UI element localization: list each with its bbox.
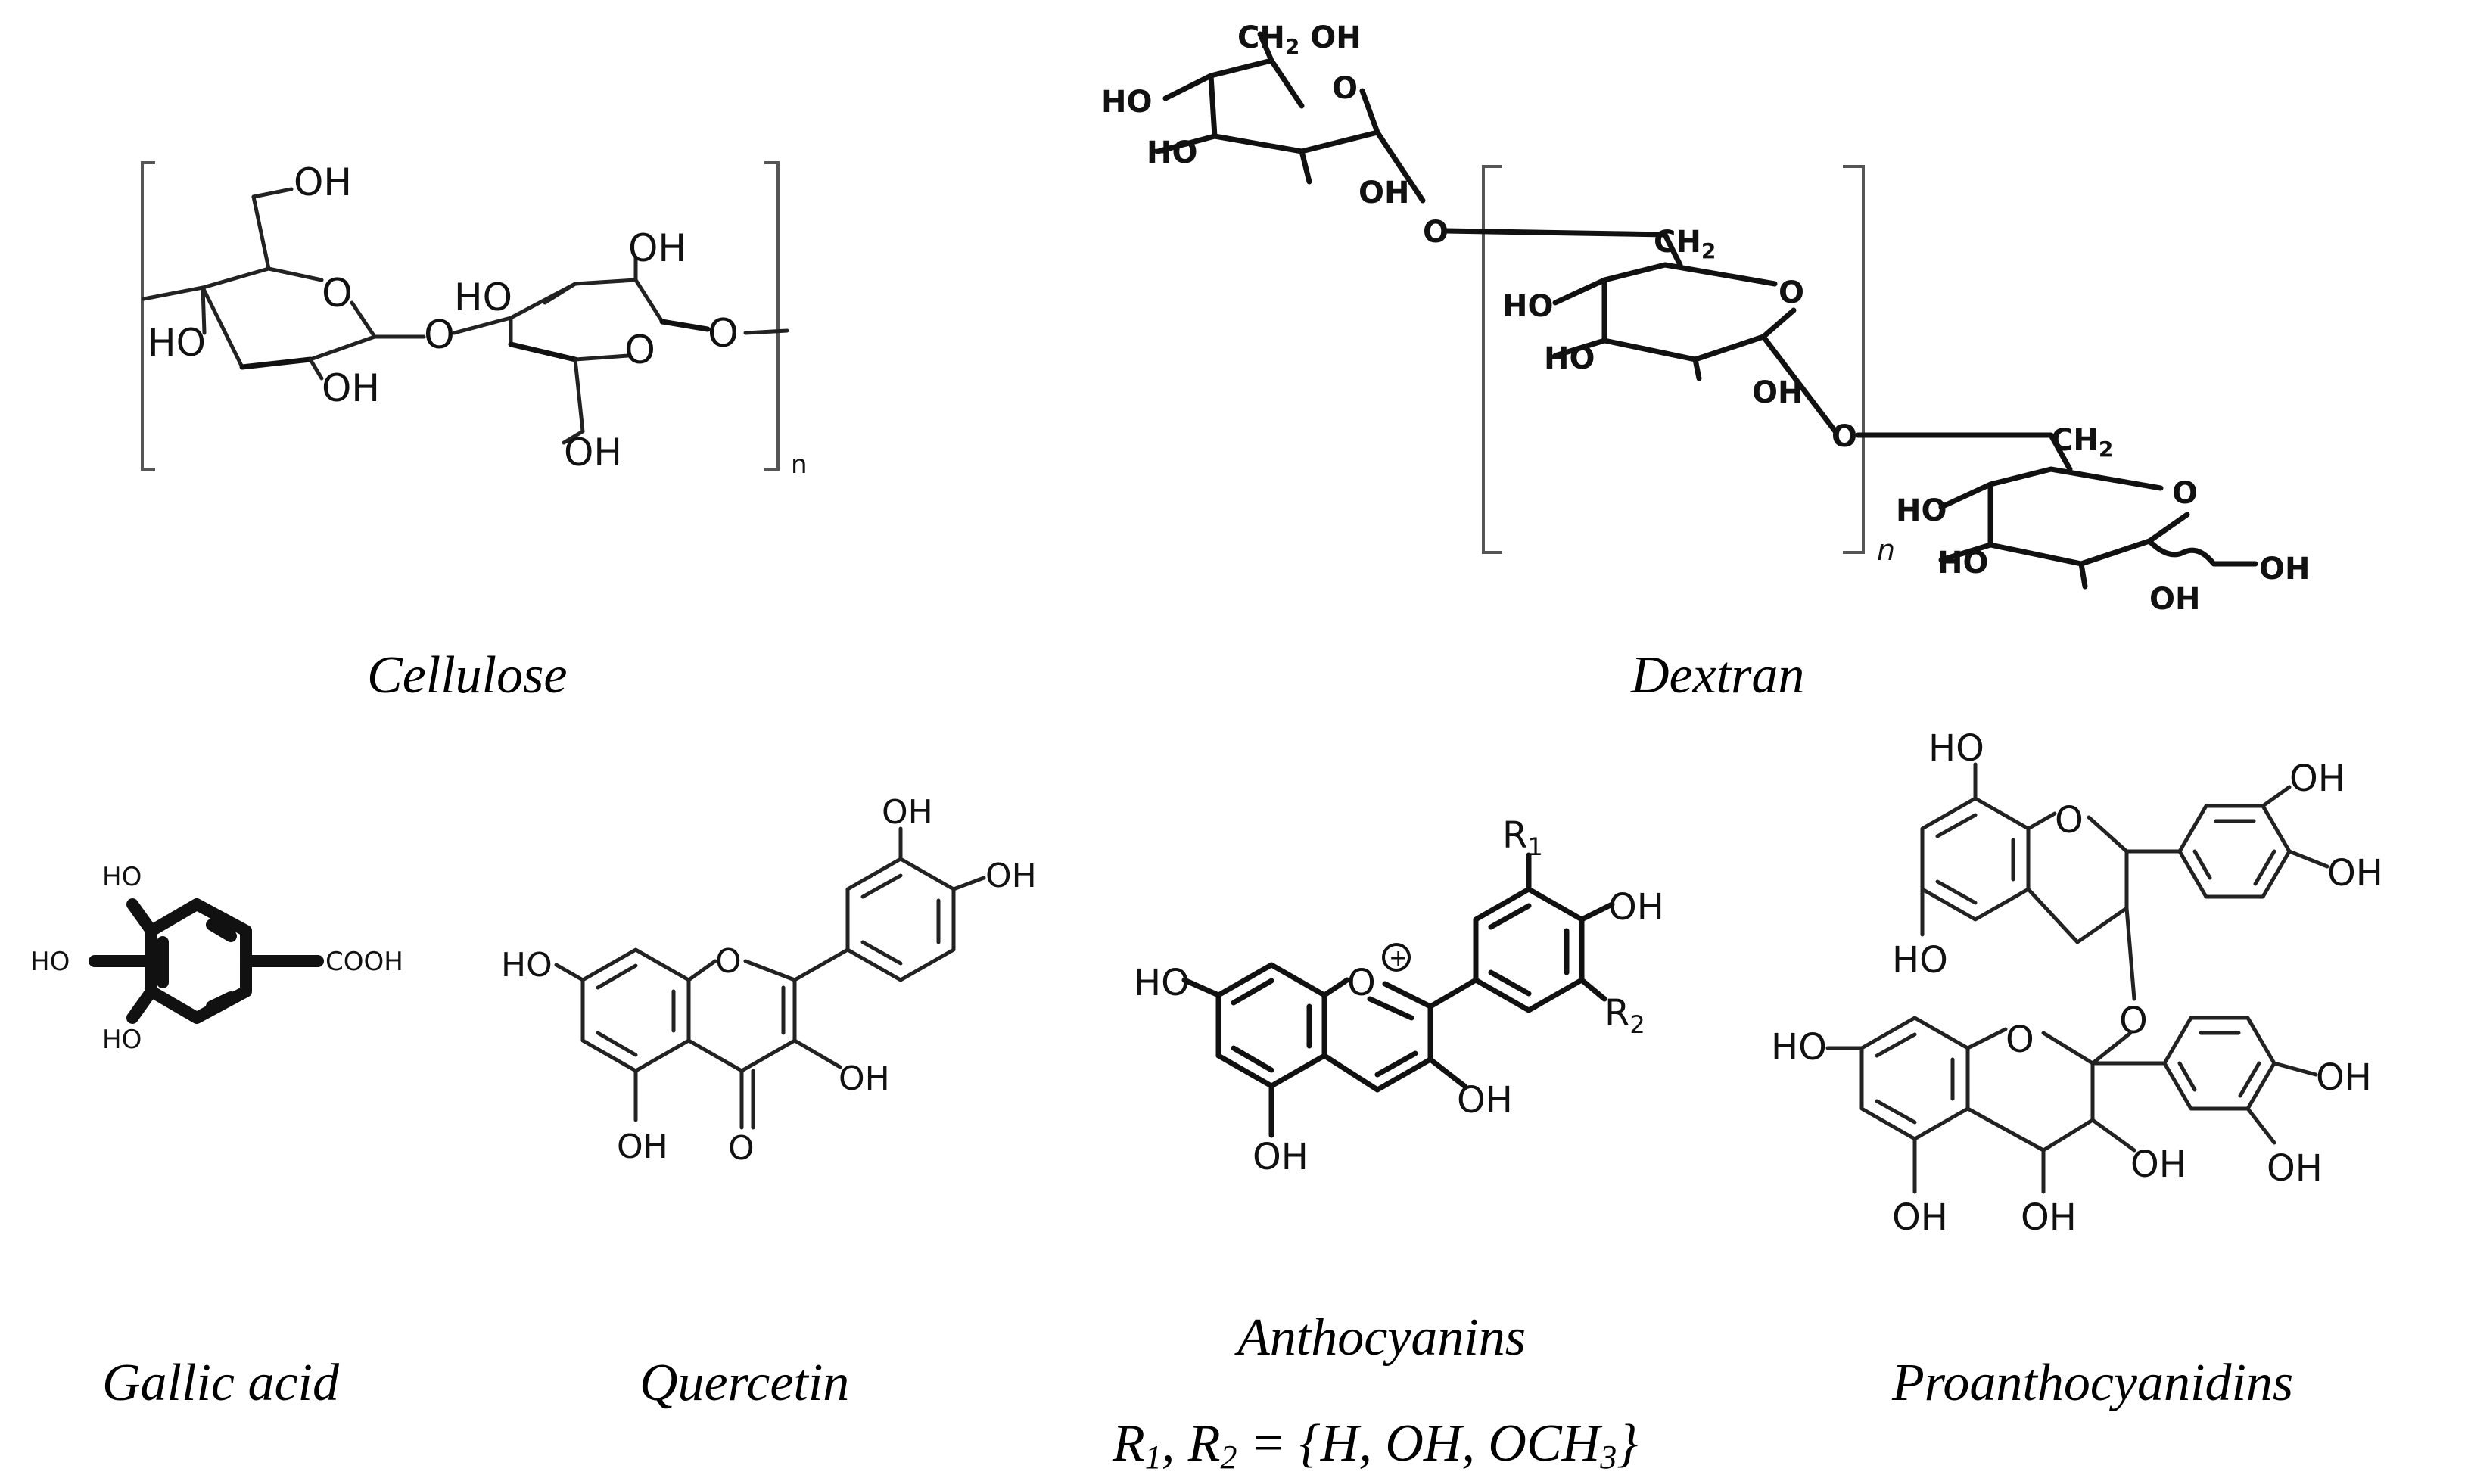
svg-text:HO: HO xyxy=(102,1025,142,1055)
svg-text:COOH: COOH xyxy=(325,947,403,977)
dextran-ring-2 xyxy=(1552,262,1797,362)
quercetin-structure: HO O OH O OH OH OH xyxy=(501,793,1037,1168)
svg-text:O: O xyxy=(322,271,353,316)
svg-text:CH2: CH2 xyxy=(1654,225,1716,263)
svg-text:HO: HO xyxy=(1147,135,1197,170)
gallic-acid-structure: HO HO HO COOH xyxy=(30,862,403,1055)
dextran-caption: Dextran xyxy=(1630,646,1804,705)
cellulose-caption: Cellulose xyxy=(367,646,567,705)
svg-text:HO: HO xyxy=(1101,85,1152,120)
svg-text:O: O xyxy=(2006,1019,2034,1061)
svg-text:O: O xyxy=(2055,799,2084,842)
svg-text:HO: HO xyxy=(102,862,142,892)
svg-text:O: O xyxy=(2119,1000,2148,1042)
cellulose-n-subscript: n xyxy=(791,450,808,480)
svg-text:OH: OH xyxy=(2130,1143,2186,1186)
svg-text:O: O xyxy=(708,311,739,356)
svg-text:OH: OH xyxy=(1358,176,1409,210)
quercetin-caption: Quercetin xyxy=(640,1354,849,1412)
svg-text:O: O xyxy=(2172,476,2198,511)
svg-text:OH: OH xyxy=(839,1059,890,1098)
svg-text:OH: OH xyxy=(2149,582,2200,617)
gallic-acid-caption: Gallic acid xyxy=(102,1354,340,1412)
svg-text:HO: HO xyxy=(1937,546,1988,580)
anthocyanins-structure: + HO O OH OH OH R1 R2 xyxy=(1134,814,1664,1178)
oxonium-charge-circle xyxy=(1382,943,1411,972)
svg-text:HO: HO xyxy=(1134,962,1190,1004)
proanthocyanidins-caption: Proanthocyanidins xyxy=(1891,1354,2293,1412)
svg-text:OH: OH xyxy=(628,226,686,270)
dextran-ring-3 xyxy=(1938,466,2190,567)
dextran-n-subscript: n xyxy=(1877,534,1895,567)
svg-text:HO: HO xyxy=(501,946,552,985)
svg-text:HO: HO xyxy=(1928,727,1984,770)
dextran-left-bracket xyxy=(1482,165,1502,554)
proanthocyanidins-structure: HO O HO OH OH O HO O OH OH OH OH OH xyxy=(1771,727,2383,1239)
svg-text:O: O xyxy=(1831,419,1857,454)
svg-text:OH: OH xyxy=(617,1128,668,1166)
svg-text:OH: OH xyxy=(1608,886,1664,929)
svg-text:O: O xyxy=(715,942,742,981)
svg-text:OH: OH xyxy=(985,857,1037,895)
svg-text:HO: HO xyxy=(1896,493,1947,528)
svg-text:OH: OH xyxy=(1892,1196,1948,1239)
svg-text:CH2 OH: CH2 OH xyxy=(1237,20,1362,59)
svg-text:O: O xyxy=(424,313,455,358)
svg-text:OH: OH xyxy=(2327,852,2383,894)
svg-text:HO: HO xyxy=(454,275,512,319)
svg-text:OH: OH xyxy=(1253,1136,1309,1178)
svg-text:HO: HO xyxy=(1892,939,1948,982)
svg-text:OH: OH xyxy=(2021,1196,2077,1239)
svg-text:OH: OH xyxy=(1752,375,1803,410)
svg-text:HO: HO xyxy=(1502,289,1553,324)
svg-text:O: O xyxy=(728,1129,755,1168)
oxonium-plus-sign: + xyxy=(1389,945,1408,972)
svg-text:OH: OH xyxy=(294,160,352,204)
anthocyanins-caption: Anthocyanins xyxy=(1234,1308,1526,1367)
svg-text:O: O xyxy=(624,328,655,373)
quercetin-ring-c xyxy=(686,959,797,1073)
svg-text:R2: R2 xyxy=(1604,992,1645,1039)
svg-text:O: O xyxy=(1347,962,1376,1004)
svg-text:OH: OH xyxy=(882,793,933,832)
svg-text:O: O xyxy=(1779,275,1804,310)
svg-text:OH: OH xyxy=(2289,758,2345,800)
svg-text:OH: OH xyxy=(1457,1079,1513,1122)
cellulose-right-bracket xyxy=(764,161,780,471)
svg-text:OH: OH xyxy=(2259,552,2310,586)
svg-text:HO: HO xyxy=(1544,341,1595,376)
svg-text:O: O xyxy=(1332,71,1358,106)
svg-text:OH: OH xyxy=(2267,1147,2323,1190)
svg-text:OH: OH xyxy=(322,366,380,410)
cellulose-structure: n OH O HO OH O OH HO O O OH xyxy=(141,160,808,480)
svg-text:OH: OH xyxy=(2316,1056,2372,1099)
svg-text:HO: HO xyxy=(148,321,206,365)
svg-text:HO: HO xyxy=(1771,1026,1827,1069)
cellulose-left-bracket xyxy=(141,161,155,471)
dextran-right-bracket xyxy=(1843,165,1865,554)
svg-text:CH2: CH2 xyxy=(2051,423,2113,462)
dextran-structure: CH2 OH O HO HO OH O n CH2 O HO HO OH O C… xyxy=(1101,20,2310,617)
svg-text:HO: HO xyxy=(30,947,70,977)
anthocyanins-substituents: R1, R2 = {H, OH, OCH3} xyxy=(1112,1414,1638,1476)
svg-text:R1: R1 xyxy=(1502,814,1543,861)
svg-text:OH: OH xyxy=(564,431,622,474)
